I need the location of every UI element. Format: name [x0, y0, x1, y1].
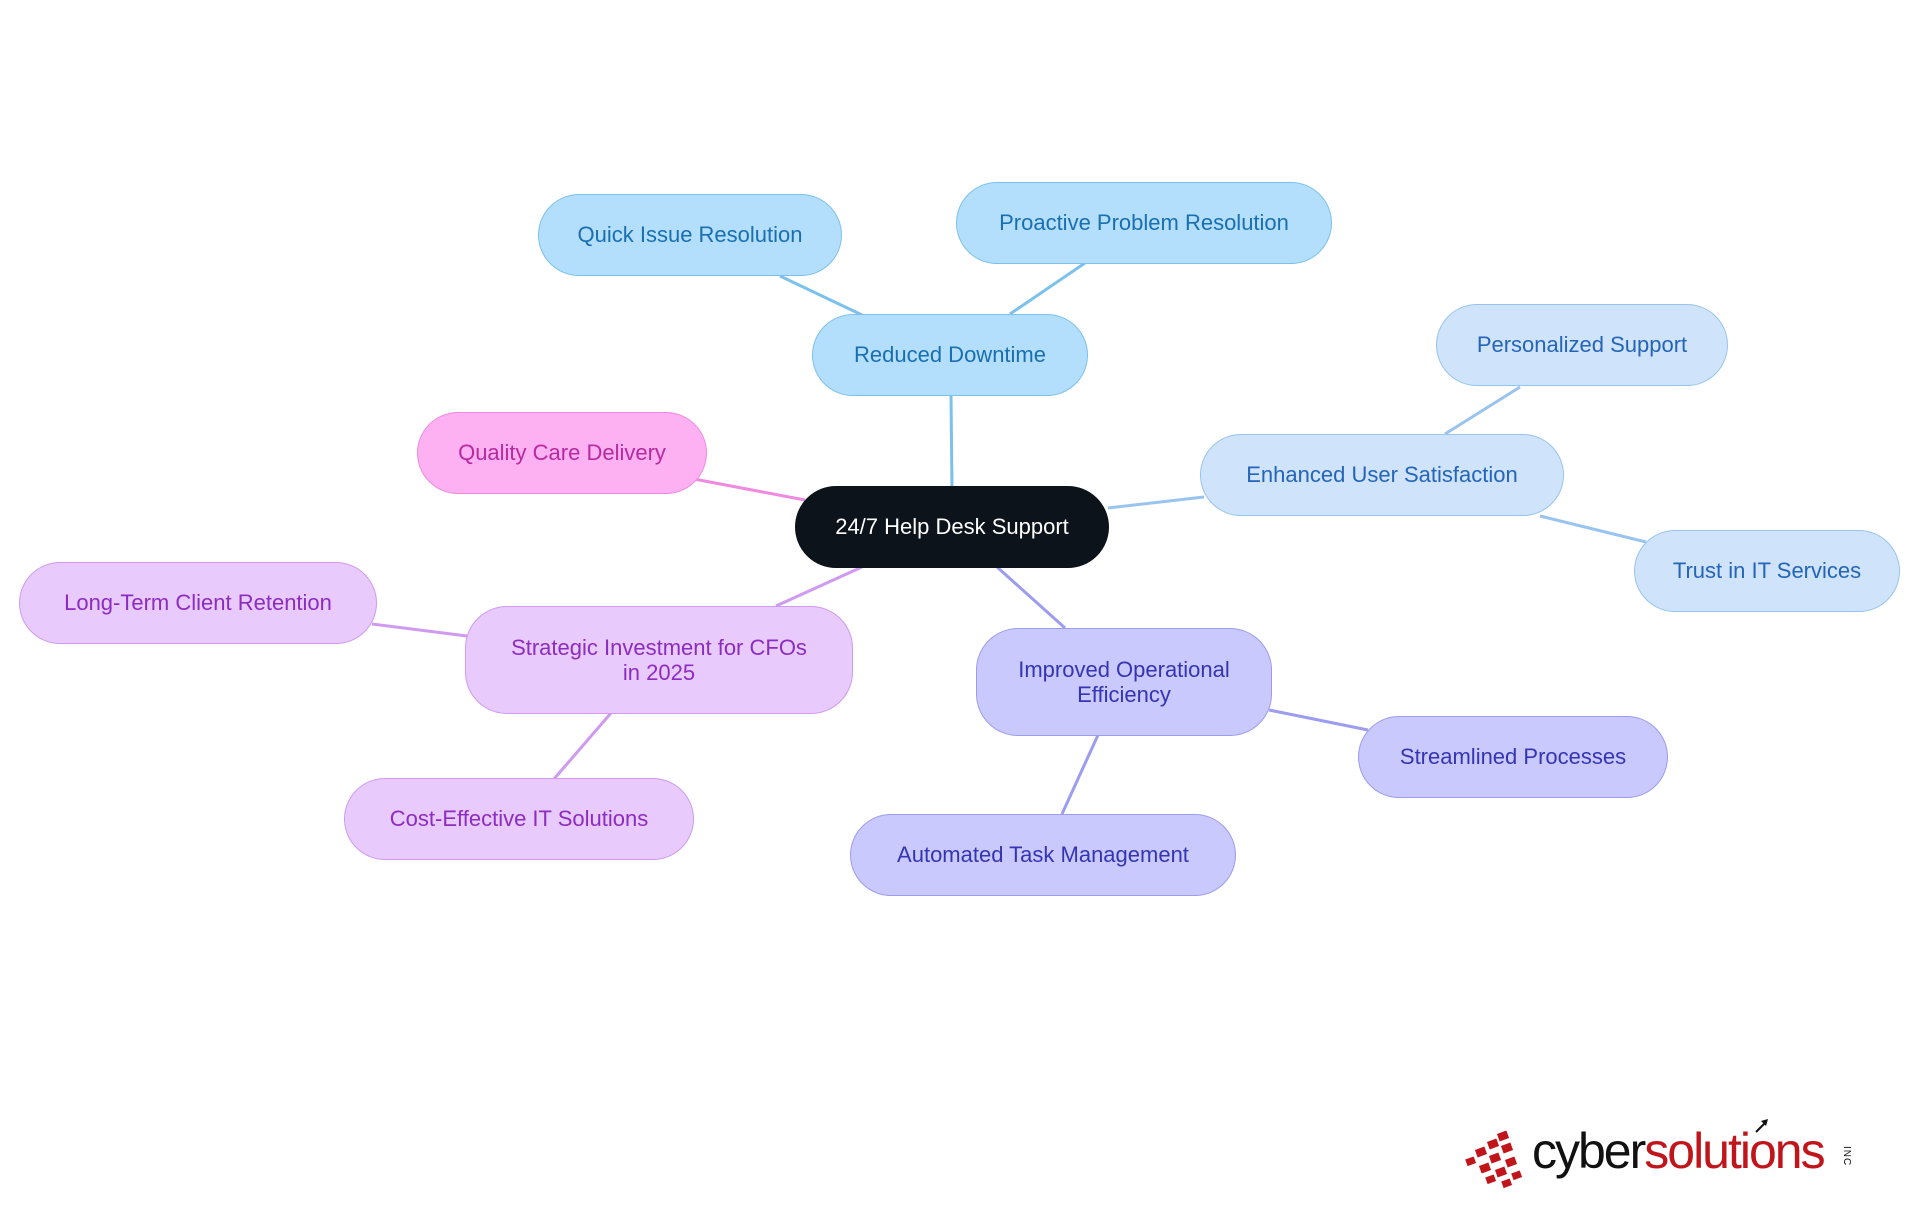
leaf-label-automated-task-management: Automated Task Management: [897, 842, 1189, 868]
edge-satisfaction-trust: [1539, 514, 1647, 544]
leaf-label-proactive-problem-resolution: Proactive Problem Resolution: [999, 210, 1289, 236]
edge-strategic-cost: [552, 712, 613, 780]
edge-satisfaction-personalized: [1444, 385, 1521, 436]
leaf-node-cost-effective-it-solutions[interactable]: Cost-Effective IT Solutions: [344, 778, 694, 860]
logo-word-cyber: cyber: [1532, 1123, 1646, 1179]
edge-center-reduced-downtime: [949, 394, 954, 491]
leaf-label-long-term-client-retention: Long-Term Client Retention: [64, 590, 332, 616]
leaf-node-trust-in-it-services[interactable]: Trust in IT Services: [1634, 530, 1900, 612]
leaf-label-trust-in-it-services: Trust in IT Services: [1672, 558, 1862, 584]
cybersolutions-logo: cybersolutions INC: [1462, 1119, 1872, 1192]
logo-wordmark: cybersolutions: [1532, 1123, 1826, 1179]
edge-operational-automated: [1060, 734, 1100, 815]
leaf-label-quick-issue-resolution: Quick Issue Resolution: [577, 222, 803, 248]
leaf-label-cost-effective-it-solutions: Cost-Effective IT Solutions: [389, 806, 649, 832]
edge-center-operational: [995, 565, 1067, 630]
leaf-node-quick-issue-resolution[interactable]: Quick Issue Resolution: [538, 194, 842, 276]
leaf-node-personalized-support[interactable]: Personalized Support: [1436, 304, 1728, 386]
logo-word-solutions: solutions: [1644, 1123, 1825, 1179]
edge-center-quality: [693, 477, 806, 502]
leaf-label-personalized-support: Personalized Support: [1476, 332, 1688, 358]
branch-node-improved-operational-efficiency[interactable]: Improved Operational Efficiency: [976, 628, 1272, 736]
leaf-node-long-term-client-retention[interactable]: Long-Term Client Retention: [19, 562, 377, 644]
branch-label-improved-operational-efficiency: Improved Operational Efficiency: [1018, 656, 1230, 707]
logo-mark-icon: [1465, 1130, 1523, 1189]
branch-label-strategic-investment: Strategic Investment for CFOs in 2025: [511, 634, 807, 685]
branch-label-reduced-downtime: Reduced Downtime: [854, 342, 1046, 368]
logo-suffix: INC: [1841, 1146, 1852, 1167]
edge-center-strategic: [775, 565, 863, 608]
edge-strategic-retention: [371, 622, 468, 638]
edge-operational-streamlined: [1268, 708, 1369, 732]
leaf-label-streamlined-processes: Streamlined Processes: [1399, 744, 1627, 770]
branch-node-quality-care-delivery[interactable]: Quality Care Delivery: [417, 412, 707, 494]
logo-arrow-icon: [1755, 1119, 1768, 1133]
central-topic-node[interactable]: 24/7 Help Desk Support: [795, 486, 1109, 568]
edge-center-enhanced-satisfaction: [1107, 495, 1205, 510]
branch-node-enhanced-user-satisfaction[interactable]: Enhanced User Satisfaction: [1200, 434, 1564, 516]
edge-reduced-downtime-quick-issue: [779, 274, 863, 317]
leaf-node-automated-task-management[interactable]: Automated Task Management: [850, 814, 1236, 896]
branch-node-reduced-downtime[interactable]: Reduced Downtime: [812, 314, 1088, 396]
branch-label-enhanced-user-satisfaction: Enhanced User Satisfaction: [1246, 462, 1518, 488]
leaf-node-proactive-problem-resolution[interactable]: Proactive Problem Resolution: [956, 182, 1332, 264]
central-topic-label: 24/7 Help Desk Support: [835, 514, 1069, 540]
leaf-node-streamlined-processes[interactable]: Streamlined Processes: [1358, 716, 1668, 798]
edge-reduced-downtime-proactive: [1009, 261, 1086, 316]
branch-node-strategic-investment[interactable]: Strategic Investment for CFOs in 2025: [465, 606, 853, 714]
branch-label-quality-care-delivery: Quality Care Delivery: [458, 440, 666, 466]
